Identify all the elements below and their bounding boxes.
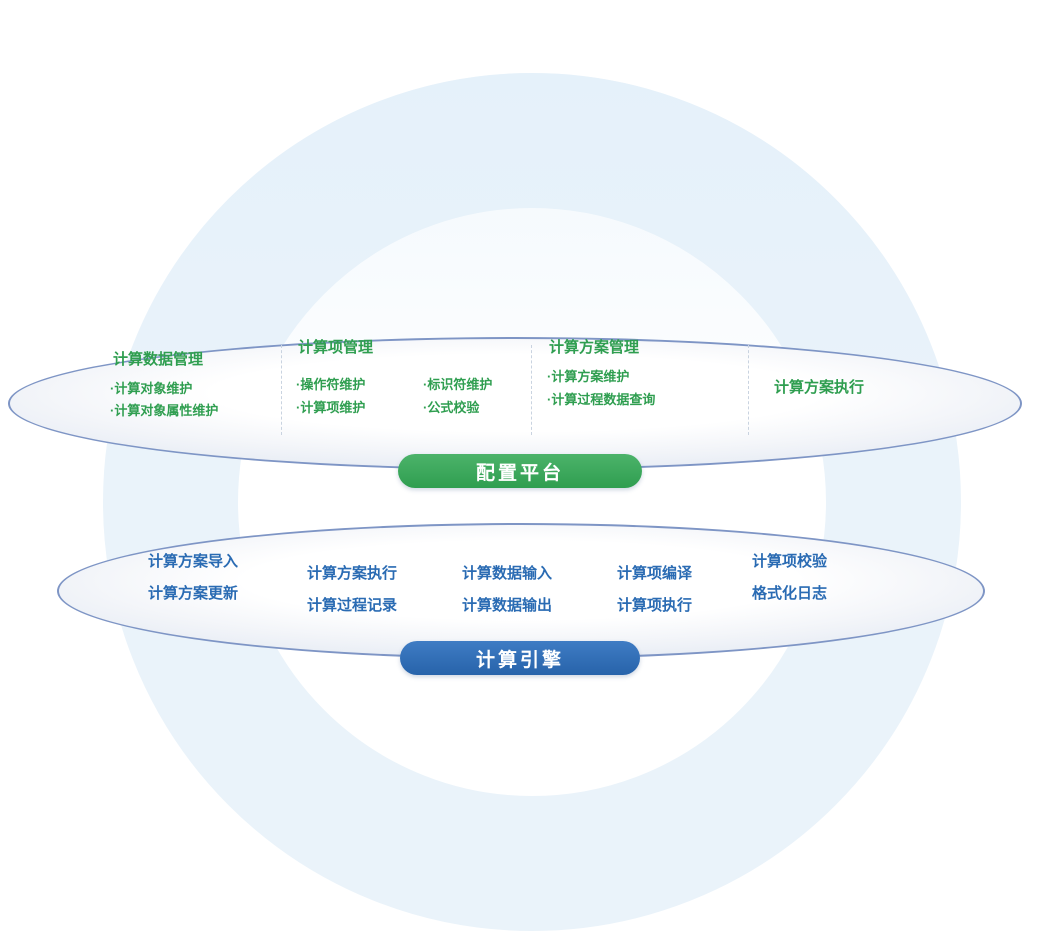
- section-item: ·标识符维护: [423, 377, 493, 392]
- section-item: ·公式校验: [423, 400, 480, 415]
- engine-column: 计算项校验 格式化日志: [752, 546, 827, 610]
- section-item: ·计算过程数据查询: [547, 392, 656, 407]
- engine-item: 计算方案执行: [307, 565, 398, 582]
- section-item: ·操作符维护: [296, 377, 366, 392]
- section-title-calc-item-mgmt: 计算项管理: [298, 339, 374, 356]
- section-divider: [531, 345, 532, 435]
- config-platform-badge: 配置平台: [398, 454, 642, 488]
- engine-item: 计算过程记录: [307, 597, 398, 614]
- engine-item: 计算项执行: [617, 597, 693, 614]
- config-platform-ellipse: [8, 337, 1022, 470]
- engine-item: 计算方案导入: [148, 553, 239, 570]
- background-ring: [103, 73, 961, 931]
- engine-item: 计算项校验: [752, 553, 828, 570]
- engine-item: 格式化日志: [752, 585, 828, 602]
- calc-engine-badge: 计算引擎: [400, 641, 640, 675]
- section-title-calc-data-mgmt: 计算数据管理: [113, 351, 204, 368]
- section-item: ·计算对象属性维护: [110, 403, 219, 418]
- section-item: ·计算项维护: [296, 400, 366, 415]
- section-title-calc-plan-exec: 计算方案执行: [774, 379, 865, 396]
- section-title-calc-plan-mgmt: 计算方案管理: [549, 339, 640, 356]
- engine-column: 计算数据输入 计算数据输出: [462, 558, 552, 622]
- engine-item: 计算数据输出: [462, 597, 553, 614]
- calc-engine-badge-label: 计算引擎: [475, 649, 564, 671]
- engine-column: 计算项编译 计算项执行: [617, 558, 692, 622]
- section-item: ·计算对象维护: [110, 381, 193, 396]
- section-divider: [748, 345, 749, 435]
- section-item: ·计算方案维护: [547, 369, 630, 384]
- engine-item: 计算方案更新: [148, 585, 239, 602]
- engine-item: 计算数据输入: [462, 565, 553, 582]
- config-platform-badge-label: 配置平台: [475, 462, 564, 484]
- engine-column: 计算方案执行 计算过程记录: [307, 558, 397, 622]
- engine-item: 计算项编译: [617, 565, 693, 582]
- section-divider: [281, 345, 282, 435]
- engine-column: 计算方案导入 计算方案更新: [148, 546, 238, 610]
